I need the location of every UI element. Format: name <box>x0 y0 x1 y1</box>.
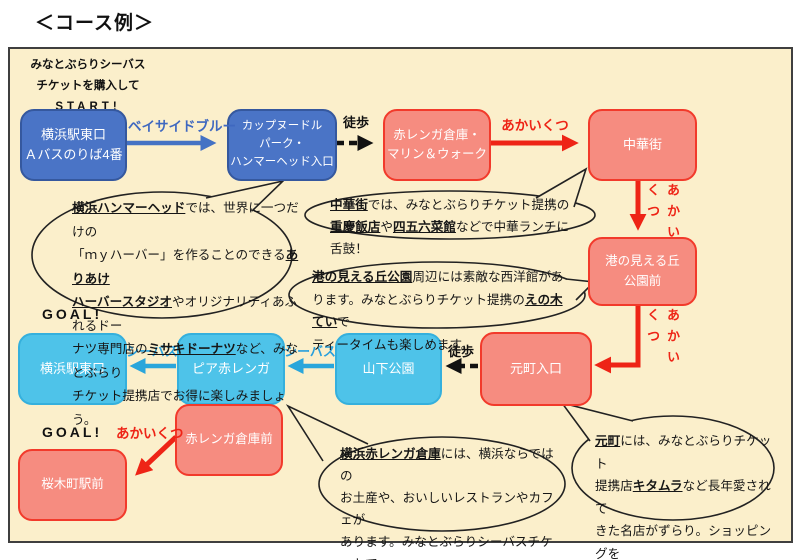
node-pier-akarenga: ピア赤レンガ <box>177 333 285 405</box>
label-akaikutsu-bottom: あかいくつ <box>116 426 184 441</box>
node-line: 港の見える丘 <box>605 254 680 269</box>
bubble-minato-mieru-text: 港の見える丘公園周辺には素敵な西洋館があります。みなとぶらりチケット提携のえの木… <box>312 270 564 352</box>
node-line: カップヌードル <box>241 120 323 133</box>
bubble-hammerhead-tail <box>205 179 286 212</box>
bubble-minato-mieru-shape <box>288 261 586 329</box>
node-line: パーク・ <box>259 138 305 151</box>
node-sakuragicho-ekimae: 桜木町駅前 <box>18 449 127 521</box>
node-minato-mieru-oka-park: 港の見える丘 公園前 <box>588 237 697 306</box>
node-line: ピア赤レンガ <box>191 360 270 376</box>
node-chinatown: 中華街 <box>588 109 697 181</box>
bubble-chinatown-tail <box>535 167 588 208</box>
label-goal-1: GOAL! <box>42 306 103 322</box>
start-note-line2: チケットを購入して <box>36 80 140 92</box>
bubble-chinatown-shape <box>304 190 596 240</box>
bubble-chinatown-text: 中華街では、みなとぶらりチケット提携の重慶飯店や四五六菜館などで中華ランチに舌鼓… <box>330 198 570 256</box>
node-line: 赤レンガ倉庫前 <box>185 432 273 447</box>
node-line: 山下公園 <box>362 360 415 376</box>
arrow-akaikutsu-diagonal <box>135 435 178 476</box>
node-line: 公園前 <box>623 273 662 288</box>
bubble-akarenga-shape <box>318 436 566 532</box>
node-yokohama-station-east-start: 横浜駅東口 Ａバスのりば4番 <box>20 109 127 181</box>
label-bayside-blue: ベイサイドブルー <box>128 119 236 134</box>
bubble-akarenga-tail <box>285 404 369 462</box>
node-line: Ａバスのりば4番 <box>24 147 123 162</box>
node-line: ハンマーヘッド入口 <box>230 155 334 168</box>
bubble-hammerhead-text: 横浜ハンマーヘッドでは、世界に一つだけの「ｍｙハーバー」を作ることのできるありあ… <box>72 201 299 427</box>
arrow-akaikutsu-elbow <box>594 303 641 374</box>
bubble-motomachi-shape <box>571 415 775 521</box>
label-akaikutsu-vertical1: あかい くつ <box>645 183 680 246</box>
label-akaikutsu-vertical2: あかい くつ <box>645 308 680 371</box>
label-walk-top: 徒歩 <box>342 115 369 130</box>
node-akarenga-soko-mae: 赤レンガ倉庫前 <box>175 404 283 476</box>
page-title: ＜コース例＞ <box>35 13 155 34</box>
node-line: 横浜駅東口 <box>40 126 106 142</box>
node-line: 中華街 <box>622 136 662 152</box>
bubble-motomachi-text: 元町には、みなとぶらりチケット提携店キタムラなど長年愛されてきた名店がずらり。シ… <box>595 434 772 560</box>
node-line: 元町入口 <box>509 360 562 376</box>
bubble-akarenga-text: 横浜赤レンガ倉庫には、横浜ならではのお土産や、おいしいレストランやカフェがありま… <box>340 447 554 560</box>
start-note-line1: みなとぶらりシーバス <box>30 59 146 71</box>
node-akarenga-marine-walk: 赤レンガ倉庫・ マリン＆ウォーク <box>383 109 491 181</box>
start-note: みなとぶらりシーバス チケットを購入して START! <box>20 55 156 118</box>
label-akaikutsu-top: あかいくつ <box>501 118 569 133</box>
node-line: 横浜駅東口 <box>39 360 105 376</box>
node-cupnoodle-park-hammerhead: カップヌードル パーク・ ハンマーヘッド入口 <box>227 109 337 181</box>
label-seabass-right: シーバス <box>284 344 336 359</box>
node-motomachi-iriguchi: 元町入口 <box>480 332 592 406</box>
bubble-hammerhead-shape <box>31 191 293 319</box>
label-walk-mid: 徒歩 <box>447 344 474 359</box>
node-yokohama-station-east-goal: 横浜駅東口 <box>18 333 127 405</box>
label-goal-2: GOAL! <box>42 424 103 440</box>
node-line: 桜木町駅前 <box>41 477 104 492</box>
node-line: マリン＆ウォーク <box>386 147 487 161</box>
node-yamashita-park: 山下公園 <box>335 333 442 405</box>
label-seabass-left: シーバス <box>126 344 178 359</box>
node-line: 赤レンガ倉庫・ <box>393 127 481 142</box>
